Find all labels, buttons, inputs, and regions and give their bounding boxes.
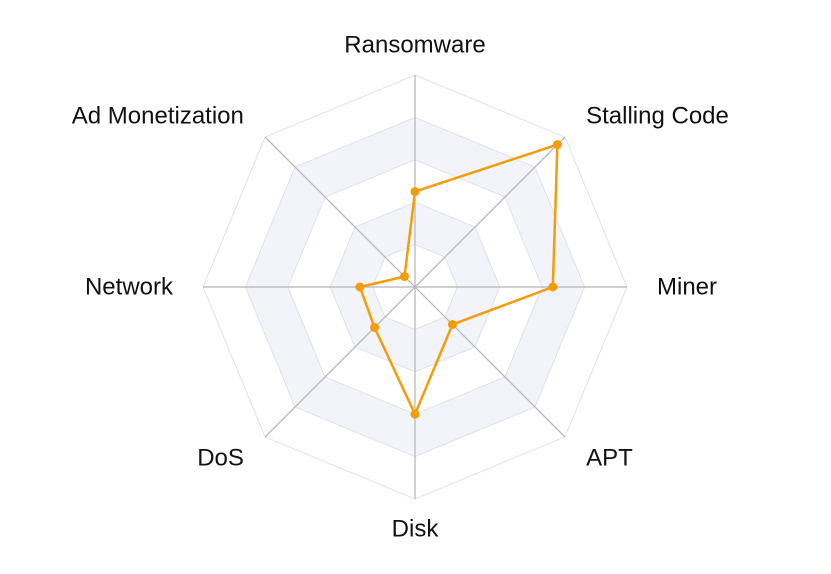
axis-label: Ransomware <box>344 32 485 59</box>
axis-label: Disk <box>392 516 440 543</box>
data-point <box>410 187 420 197</box>
data-point <box>548 282 558 292</box>
axis-label: DoS <box>197 445 244 472</box>
axis-spoke <box>414 136 566 288</box>
axis-spoke <box>264 286 416 438</box>
data-point <box>410 409 420 419</box>
axis-spoke <box>264 136 416 288</box>
axis-label: Stalling Code <box>586 102 729 129</box>
data-point <box>400 272 410 282</box>
data-point <box>447 319 457 329</box>
axis-label: Miner <box>657 274 717 301</box>
data-point <box>370 322 380 332</box>
series-group <box>355 140 562 419</box>
axis-label: APT <box>586 445 633 472</box>
data-point <box>355 282 365 292</box>
data-point <box>552 140 562 150</box>
axis-spoke <box>414 286 566 438</box>
axis-label: Ad Monetization <box>72 102 244 129</box>
grid-spokes <box>203 75 627 499</box>
axis-label: Network <box>85 274 174 301</box>
